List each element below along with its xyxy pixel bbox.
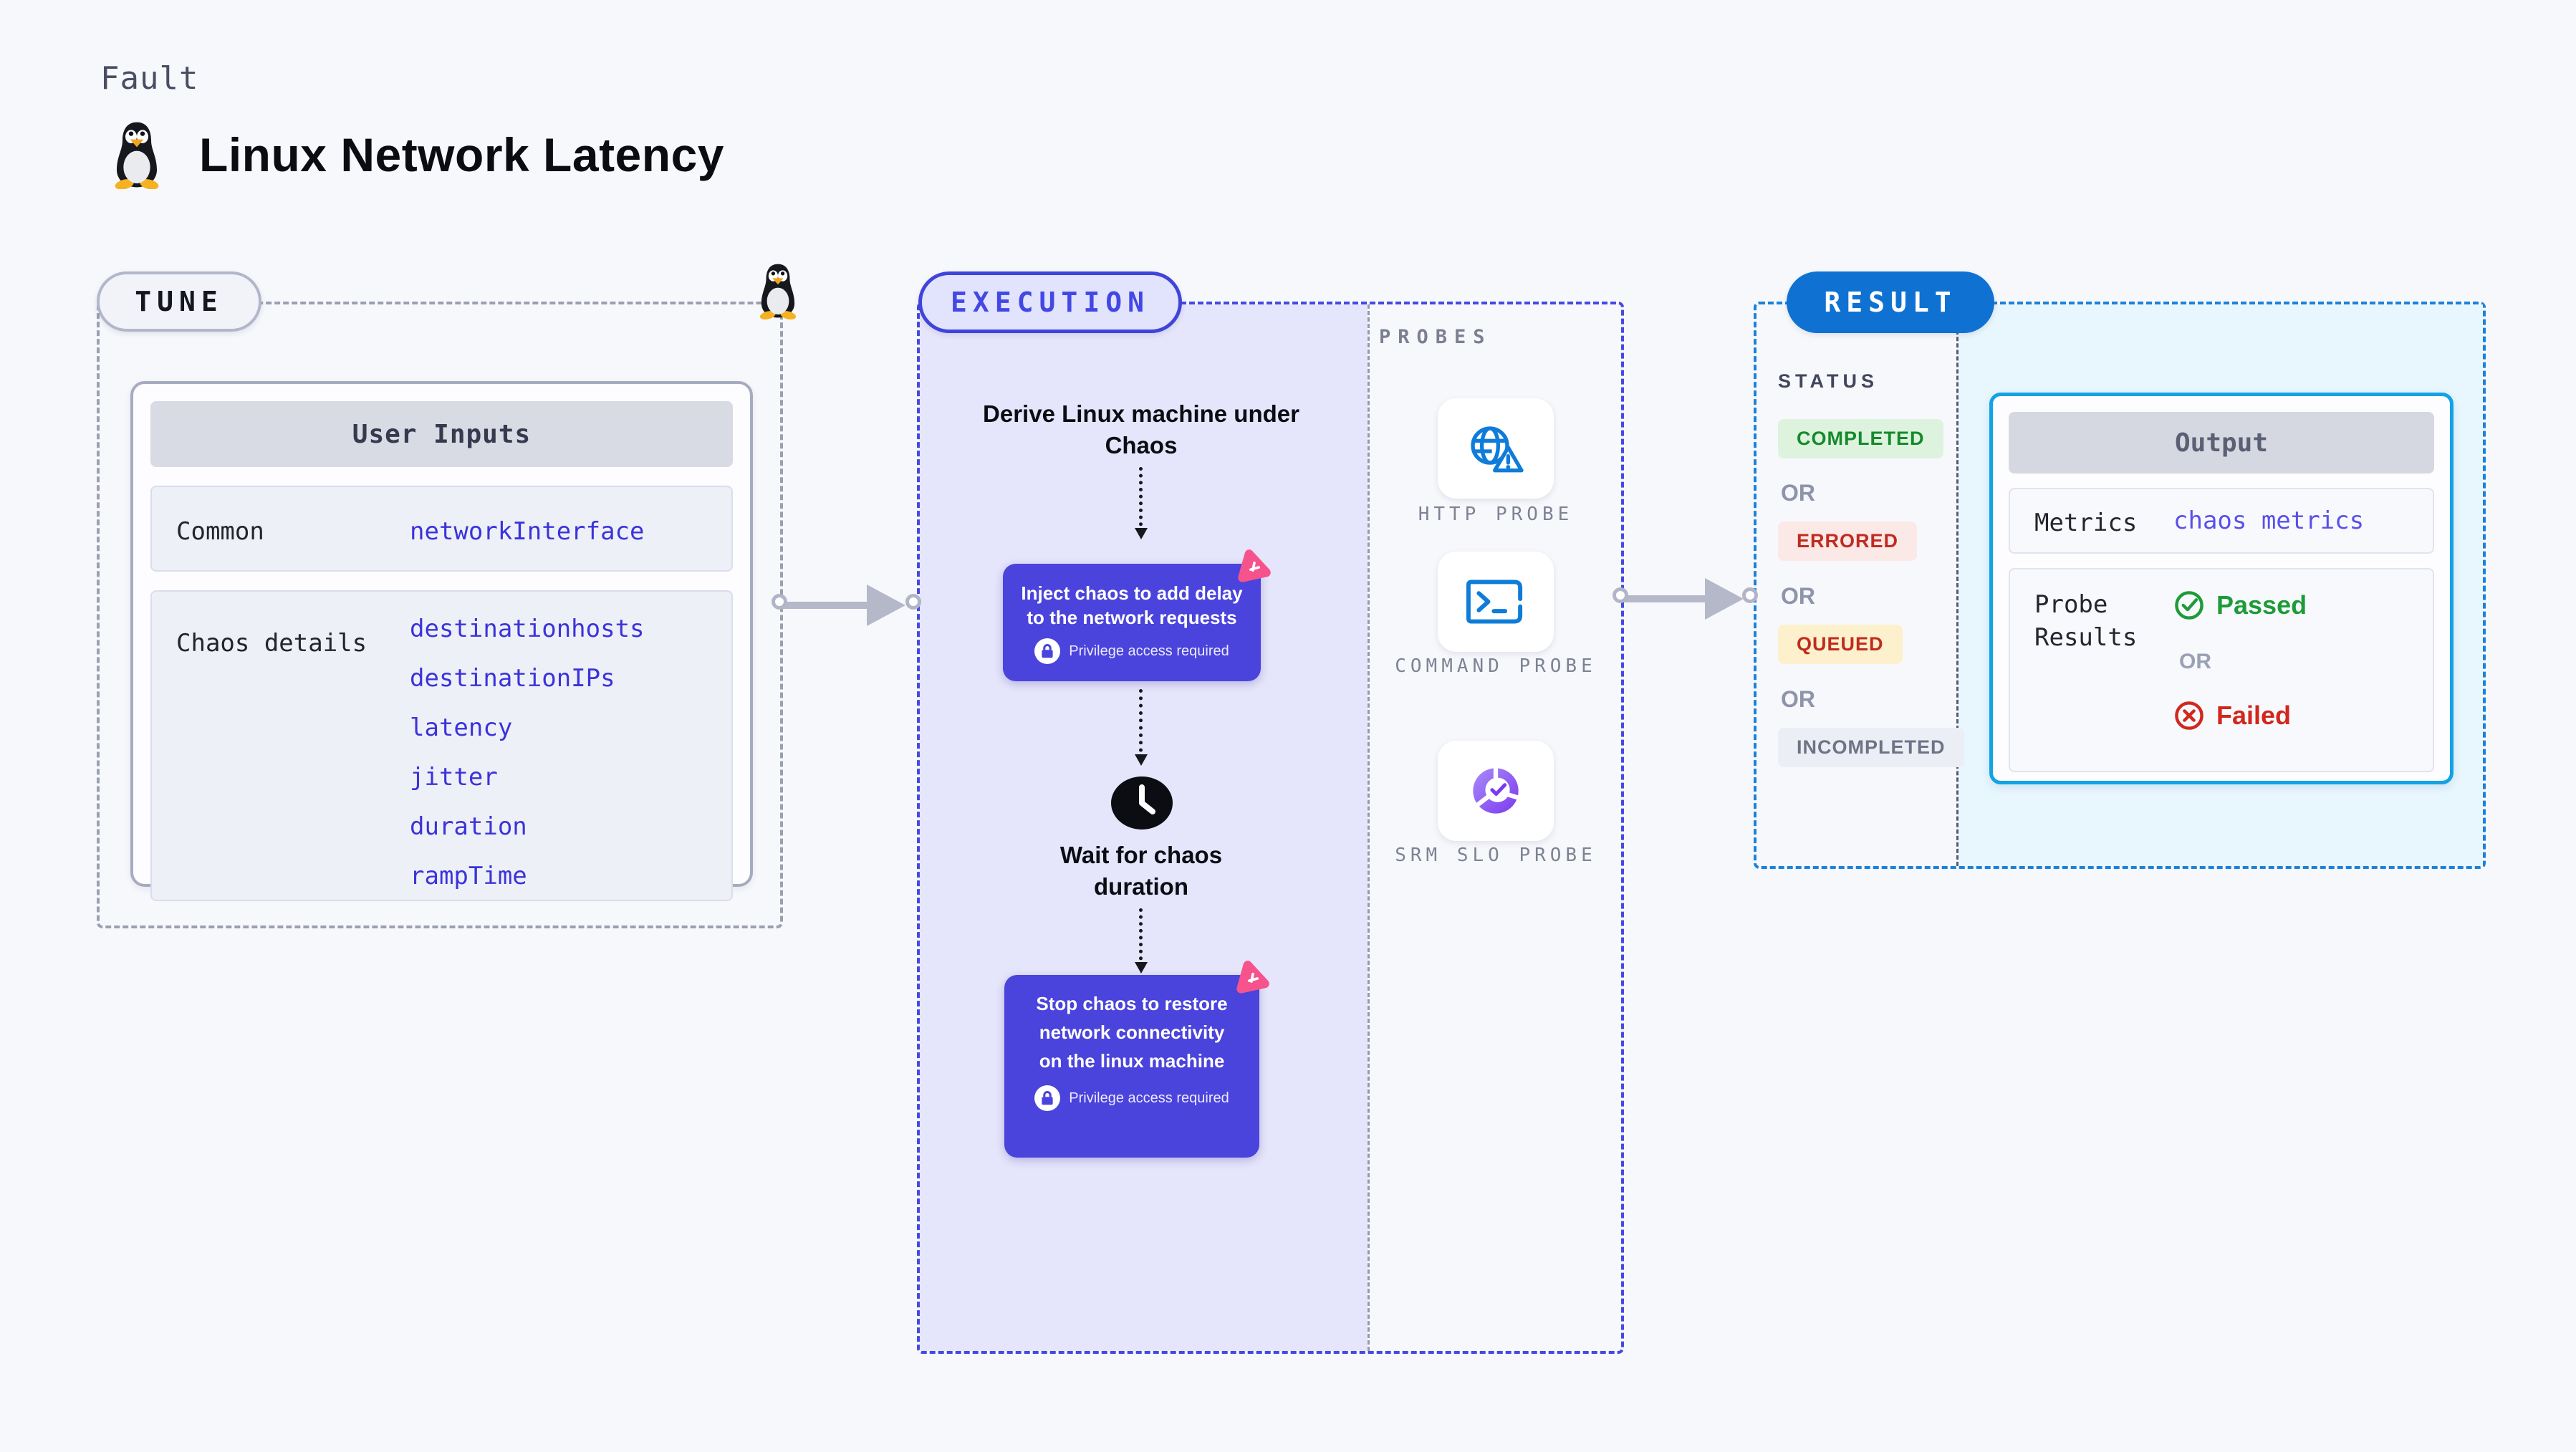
privilege-note-text: Privilege access required bbox=[1069, 643, 1229, 659]
chaos-icon bbox=[1231, 956, 1275, 1001]
check-circle-icon bbox=[2175, 591, 2203, 620]
tune-badge: TUNE bbox=[97, 271, 261, 332]
connector-dot bbox=[1742, 587, 1758, 603]
failed-label: Failed bbox=[2216, 701, 2292, 730]
param-value: jitter bbox=[410, 763, 498, 792]
http-probe-label: HTTP PROBE bbox=[1418, 504, 1574, 525]
probe-result-passed: Passed bbox=[2173, 590, 2307, 621]
param-value: destinationhosts bbox=[410, 615, 645, 643]
step-wait-label: Wait for chaos duration bbox=[1059, 842, 1223, 900]
result-divider bbox=[1956, 304, 1959, 866]
privilege-note-text: Privilege access required bbox=[1069, 1090, 1229, 1106]
output-header: Output bbox=[2009, 412, 2434, 473]
step-inject-chaos-node: Inject chaos to add delay to the network… bbox=[1003, 564, 1261, 681]
param-value: duration bbox=[410, 812, 527, 841]
param-value-list: destinationhosts destinationIPs latency … bbox=[410, 615, 645, 911]
user-inputs-table: User Inputs Common networkInterface Chao… bbox=[130, 381, 753, 901]
output-row-metrics: Metrics chaos metrics bbox=[2009, 488, 2434, 554]
step-connector-arrow bbox=[1135, 908, 1148, 973]
linux-tux-icon bbox=[114, 122, 160, 189]
output-table: Output Metrics chaos metrics Probe Resul… bbox=[1989, 393, 2454, 784]
lock-icon bbox=[1034, 1085, 1061, 1111]
connector-dot bbox=[772, 594, 787, 610]
lock-icon bbox=[1034, 638, 1061, 664]
connector-arrowhead-icon bbox=[1705, 578, 1744, 620]
probe-result-failed: Failed bbox=[2173, 700, 2291, 731]
probe-results-label: Probe Results bbox=[2034, 590, 2138, 652]
step-derive-label: Derive Linux machine under Chaos bbox=[983, 400, 1299, 458]
output-row-probe-results: Probe Results Passed OR Failed bbox=[2009, 568, 2434, 772]
or-label: OR bbox=[1781, 686, 1815, 712]
clock-icon bbox=[1110, 775, 1174, 831]
http-probe-card bbox=[1438, 398, 1554, 499]
probes-divider bbox=[1368, 304, 1370, 1351]
table-row-chaos-details: Chaos details destinationhosts destinati… bbox=[150, 590, 733, 901]
param-value: rampTime bbox=[410, 862, 527, 890]
srm-slo-probe-card bbox=[1438, 741, 1554, 841]
connector-arrowhead-icon bbox=[867, 585, 905, 626]
step-inject-label: Inject chaos to add delay to the network… bbox=[1021, 582, 1243, 628]
param-value: destinationIPs bbox=[410, 664, 615, 693]
step-stop-chaos-node: Stop chaos to restore network connectivi… bbox=[1004, 975, 1259, 1158]
or-label: OR bbox=[2179, 650, 2211, 673]
linux-tux-icon-small bbox=[759, 264, 797, 319]
page-title: Linux Network Latency bbox=[199, 128, 724, 181]
status-badge-incompleted: INCOMPLETED bbox=[1778, 728, 1964, 767]
connector-arrow-line bbox=[1624, 595, 1707, 602]
execution-badge: EXECUTION bbox=[918, 271, 1182, 333]
param-label: Chaos details bbox=[176, 629, 367, 658]
status-badge-queued: QUEUED bbox=[1778, 625, 1903, 664]
step-connector-arrow bbox=[1135, 467, 1148, 539]
metrics-label: Metrics bbox=[2034, 509, 2138, 537]
fault-kicker: Fault bbox=[100, 60, 199, 97]
command-probe-card bbox=[1438, 552, 1554, 652]
connector-dot bbox=[905, 594, 921, 610]
passed-label: Passed bbox=[2216, 590, 2307, 620]
user-inputs-header: User Inputs bbox=[150, 401, 733, 467]
param-value: networkInterface bbox=[410, 517, 645, 546]
globe-alert-icon bbox=[1471, 426, 1524, 473]
privilege-note: Privilege access required bbox=[1004, 1085, 1259, 1111]
tune-region bbox=[97, 302, 783, 928]
step-connector-arrow bbox=[1135, 689, 1148, 766]
or-label: OR bbox=[1781, 583, 1815, 609]
param-label: Common bbox=[176, 517, 264, 546]
or-label: OR bbox=[1781, 480, 1815, 506]
param-value: latency bbox=[410, 713, 513, 742]
slo-donut-check-icon bbox=[1473, 766, 1520, 814]
privilege-note: Privilege access required bbox=[1003, 638, 1261, 664]
table-row-common: Common networkInterface bbox=[150, 486, 733, 572]
connector-dot bbox=[1613, 587, 1628, 603]
step-stop-label: Stop chaos to restore network connectivi… bbox=[1036, 993, 1228, 1072]
terminal-icon bbox=[1466, 580, 1523, 624]
probes-section-label: PROBES bbox=[1379, 326, 1492, 348]
status-heading: STATUS bbox=[1778, 370, 1878, 392]
connector-arrow-line bbox=[783, 602, 869, 609]
x-circle-icon bbox=[2175, 701, 2203, 730]
status-badge-completed: COMPLETED bbox=[1778, 419, 1943, 458]
srm-slo-probe-label: SRM SLO PROBE bbox=[1395, 845, 1597, 866]
metrics-value: chaos metrics bbox=[2173, 506, 2365, 535]
chaos-icon bbox=[1232, 545, 1277, 590]
result-badge: RESULT bbox=[1787, 271, 1994, 333]
status-badge-errored: ERRORED bbox=[1778, 521, 1918, 561]
command-probe-label: COMMAND PROBE bbox=[1395, 655, 1597, 677]
